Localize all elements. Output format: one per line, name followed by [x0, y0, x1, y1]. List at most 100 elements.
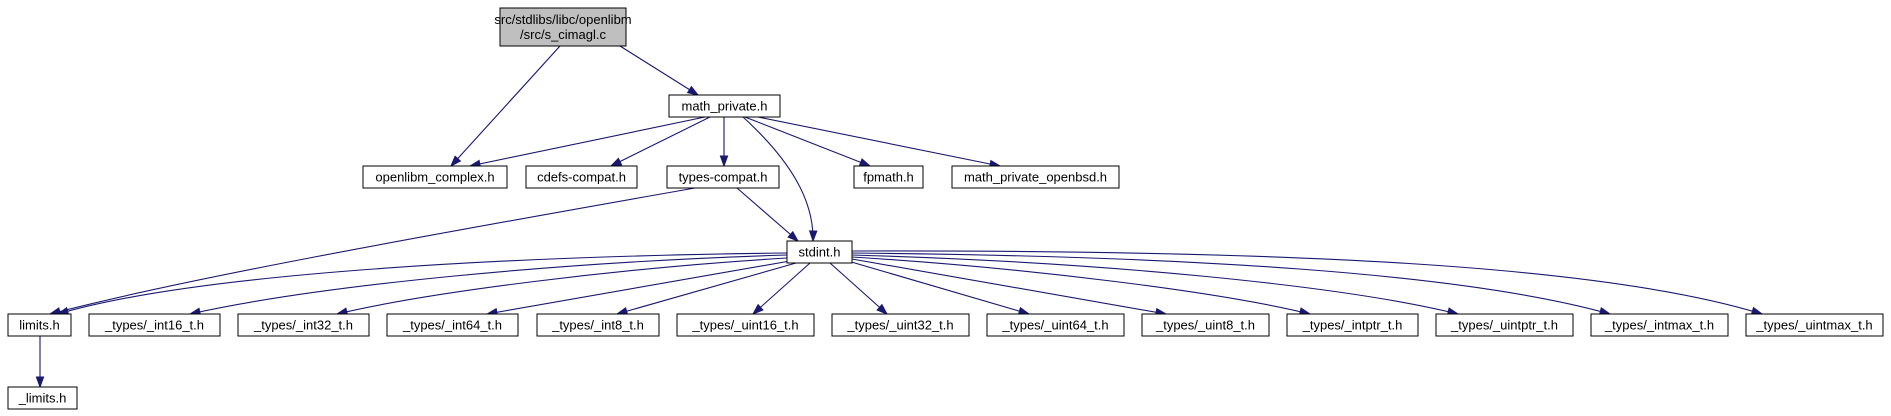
- node-label: _types/_intmax_t.h: [1604, 318, 1714, 333]
- node-label: _types/_int16_t.h: [104, 318, 204, 333]
- node-box[interactable]: [362, 165, 508, 189]
- arrow-head: [876, 303, 889, 315]
- node-uintptr[interactable]: _types/_uintptr_t.h: [1435, 313, 1574, 337]
- node-box[interactable]: [1435, 313, 1574, 337]
- node-fpmath[interactable]: fpmath.h: [853, 165, 924, 189]
- node-root[interactable]: src/stdlibs/libc/openlibm/src/s_cimagl.c: [494, 7, 632, 47]
- node-int64[interactable]: _types/_int64_t.h: [386, 313, 519, 337]
- edge-line: [742, 116, 814, 242]
- arrow-head: [719, 155, 729, 168]
- node-label: _limits.h: [18, 391, 67, 406]
- node-box[interactable]: [831, 313, 970, 337]
- node-label: _types/_uintptr_t.h: [1450, 318, 1558, 333]
- node-intmax[interactable]: _types/_intmax_t.h: [1590, 313, 1729, 337]
- edge-line: [619, 45, 699, 96]
- edge-line: [486, 260, 791, 315]
- arrow-head: [751, 303, 764, 315]
- node-math-private-openbsd[interactable]: math_private_openbsd.h: [951, 165, 1120, 189]
- node-box[interactable]: [499, 7, 627, 47]
- edge-line: [450, 45, 561, 167]
- node-int32[interactable]: _types/_int32_t.h: [237, 313, 370, 337]
- node-label: _types/_uintmax_t.h: [1755, 318, 1872, 333]
- node-box[interactable]: [7, 386, 78, 410]
- node-stdint[interactable]: stdint.h: [786, 240, 853, 264]
- node-openlibm-complex[interactable]: openlibm_complex.h: [362, 165, 508, 189]
- node-uintmax[interactable]: _types/_uintmax_t.h: [1745, 313, 1884, 337]
- arrow-head: [35, 376, 45, 389]
- edge-root-to-openlibm-complex: [449, 45, 561, 168]
- node-label: math_private_openbsd.h: [964, 170, 1107, 185]
- edge-line: [851, 256, 1311, 315]
- edge-stdint-to-int8: [615, 262, 797, 316]
- node-box[interactable]: [1286, 313, 1419, 337]
- edge-stdint-to-uint32: [829, 262, 889, 315]
- node-label: types-compat.h: [679, 170, 768, 185]
- node-label: _types/_uint8_t.h: [1155, 318, 1255, 333]
- edge-limits-to-limits: [35, 336, 45, 389]
- node-box[interactable]: [1745, 313, 1884, 337]
- node-box[interactable]: [951, 165, 1120, 189]
- edge-stdint-to-intmax: [851, 252, 1612, 316]
- node-int16[interactable]: _types/_int16_t.h: [88, 313, 221, 337]
- node-uint32[interactable]: _types/_uint32_t.h: [831, 313, 970, 337]
- node-box[interactable]: [525, 165, 638, 189]
- node-box[interactable]: [1590, 313, 1729, 337]
- edge-line: [757, 116, 1001, 167]
- node-box[interactable]: [386, 313, 519, 337]
- edge-root-to-math-private: [619, 45, 700, 96]
- node-label: _types/_uint16_t.h: [691, 318, 798, 333]
- node-box[interactable]: [237, 313, 370, 337]
- node-box[interactable]: [853, 165, 924, 189]
- node-box[interactable]: [676, 313, 815, 337]
- arrow-head: [858, 158, 872, 167]
- node-label: _types/_int32_t.h: [253, 318, 353, 333]
- node-box[interactable]: [88, 313, 221, 337]
- edge-line: [847, 260, 1030, 315]
- edge-line: [189, 254, 788, 315]
- edge-math-private-to-openlibm-complex: [468, 116, 706, 169]
- nodes-layer: src/stdlibs/libc/openlibm/src/s_cimagl.c…: [7, 7, 1884, 410]
- edge-stdint-to-uint16: [751, 262, 811, 315]
- node-cdefs-compat[interactable]: cdefs-compat.h: [525, 165, 638, 189]
- node-limits[interactable]: limits.h: [7, 313, 72, 337]
- edge-stdint-to-intptr: [851, 256, 1312, 316]
- edge-math-private-to-fpmath: [744, 116, 872, 167]
- node-limits[interactable]: _limits.h: [7, 386, 78, 410]
- arrow-head: [686, 85, 700, 96]
- node-label: stdint.h: [799, 245, 841, 260]
- node-box[interactable]: [536, 313, 660, 337]
- node-box[interactable]: [7, 313, 72, 337]
- node-label: _types/_intptr_t.h: [1302, 318, 1403, 333]
- edge-stdint-to-limits: [56, 252, 788, 316]
- node-box[interactable]: [668, 94, 781, 118]
- edge-line: [851, 252, 1611, 315]
- edge-math-private-to-stdint: [742, 116, 818, 243]
- edges-layer: [35, 45, 1764, 389]
- node-int8[interactable]: _types/_int8_t.h: [536, 313, 660, 337]
- arrow-head: [609, 157, 623, 167]
- node-box[interactable]: [1141, 313, 1270, 337]
- edge-line: [829, 262, 888, 315]
- node-box[interactable]: [986, 313, 1125, 337]
- node-math-private[interactable]: math_private.h: [668, 94, 781, 118]
- node-label: _types/_uint32_t.h: [846, 318, 953, 333]
- node-types-compat[interactable]: types-compat.h: [666, 165, 780, 189]
- node-uint8[interactable]: _types/_uint8_t.h: [1141, 313, 1270, 337]
- node-label: fpmath.h: [863, 170, 914, 185]
- edge-types-compat-to-limits: [48, 187, 696, 316]
- edge-stdint-to-uint64: [847, 260, 1031, 316]
- node-uint16[interactable]: _types/_uint16_t.h: [676, 313, 815, 337]
- node-intptr[interactable]: _types/_intptr_t.h: [1286, 313, 1419, 337]
- node-box[interactable]: [666, 165, 780, 189]
- edge-math-private-to-math-private-openbsd: [757, 116, 1002, 169]
- node-box[interactable]: [786, 240, 853, 264]
- node-label: openlibm_complex.h: [375, 170, 494, 185]
- arrow-head: [787, 230, 800, 242]
- arrow-head: [1750, 306, 1764, 316]
- edge-line: [851, 258, 1167, 315]
- node-label: _types/_int8_t.h: [551, 318, 644, 333]
- edge-line: [336, 257, 788, 315]
- edge-line: [736, 187, 799, 242]
- node-uint64[interactable]: _types/_uint64_t.h: [986, 313, 1125, 337]
